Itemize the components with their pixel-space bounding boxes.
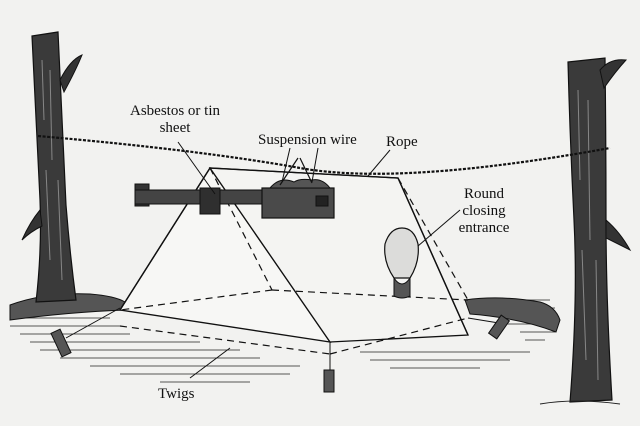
label-asbestos: Asbestos or tin sheet bbox=[130, 103, 220, 136]
suspension-wires bbox=[279, 157, 313, 186]
tree-left bbox=[21, 31, 83, 303]
round-entrance-flap bbox=[384, 227, 419, 299]
rope bbox=[37, 134, 611, 175]
tree-right bbox=[539, 57, 632, 405]
tent-ridge bbox=[119, 167, 469, 336]
ground-mounds bbox=[9, 293, 561, 333]
leader-lines bbox=[177, 141, 461, 379]
tent-stakes bbox=[50, 307, 511, 393]
label-rope: Rope bbox=[386, 134, 418, 150]
label-twigs: Twigs bbox=[158, 386, 195, 402]
label-suspension-wire: Suspension wire bbox=[258, 132, 357, 148]
stove-assembly bbox=[134, 178, 335, 219]
label-round-entrance: Round closing entrance bbox=[458, 186, 510, 236]
tent-hidden-edges bbox=[119, 167, 469, 355]
